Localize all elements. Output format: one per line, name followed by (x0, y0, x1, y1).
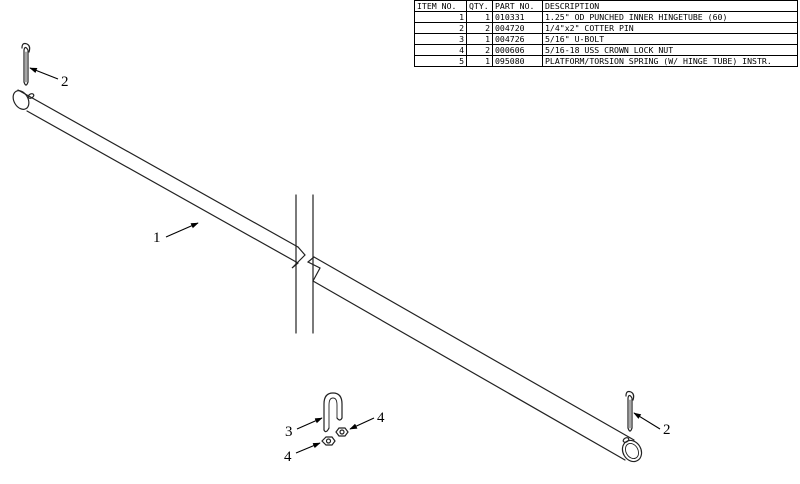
leader-2-left (29, 67, 59, 80)
bill-of-materials-table: ITEM NO. QTY. PART NO. DESCRIPTION 1 1 0… (414, 0, 798, 67)
table-row: 2 2 004720 1/4"x2" COTTER PIN (414, 22, 798, 34)
item-no: 4 (414, 44, 467, 56)
callout-item-2-left: 2 (61, 74, 69, 90)
qty: 1 (466, 55, 493, 67)
callout-item-4-right: 4 (377, 410, 385, 426)
callout-item-3: 3 (285, 424, 293, 440)
qty: 1 (466, 11, 493, 23)
part-no: 010331 (492, 11, 543, 23)
table-row: 3 1 004726 5/16" U-BOLT (414, 33, 798, 45)
frame-break-lines (295, 194, 314, 334)
description: 1.25" OD PUNCHED INNER HINGETUBE (60) (542, 11, 798, 23)
leader-3 (296, 417, 323, 430)
part-no: 004726 (492, 33, 543, 45)
part-no: 004720 (492, 22, 543, 34)
leader-2-right (633, 412, 661, 430)
item-no: 1 (414, 11, 467, 23)
item-no: 3 (414, 33, 467, 45)
u-bolt (323, 392, 343, 433)
header-item-no: ITEM NO. (414, 0, 467, 12)
lock-nut-upper (335, 427, 349, 437)
cotter-pin-left (21, 42, 31, 86)
callout-item-1: 1 (153, 230, 161, 246)
item-no: 5 (414, 55, 467, 67)
part-no: 000606 (492, 44, 543, 56)
qty: 2 (466, 22, 493, 34)
description: 5/16-18 USS CROWN LOCK NUT (542, 44, 798, 56)
part-no: 095080 (492, 55, 543, 67)
description: PLATFORM/TORSION SPRING (W/ HINGE TUBE) … (542, 55, 798, 67)
table-header-row: ITEM NO. QTY. PART NO. DESCRIPTION (414, 0, 798, 12)
table-row: 1 1 010331 1.25" OD PUNCHED INNER HINGET… (414, 11, 798, 23)
callout-item-2-right: 2 (663, 422, 671, 438)
table-row: 4 2 000606 5/16-18 USS CROWN LOCK NUT (414, 44, 798, 56)
qty: 2 (466, 44, 493, 56)
header-part-no: PART NO. (492, 0, 543, 12)
table-row: 5 1 095080 PLATFORM/TORSION SPRING (W/ H… (414, 55, 798, 67)
leader-4-lower (295, 442, 321, 454)
description: 5/16" U-BOLT (542, 33, 798, 45)
qty: 1 (466, 33, 493, 45)
cotter-pin-right (625, 390, 635, 432)
lock-nut-lower (321, 436, 336, 446)
callout-item-4-lower: 4 (284, 449, 292, 465)
header-description: DESCRIPTION (542, 0, 798, 12)
item-no: 2 (414, 22, 467, 34)
header-qty: QTY. (466, 0, 493, 12)
leader-1 (165, 222, 199, 238)
hinge-tube (12, 89, 643, 463)
description: 1/4"x2" COTTER PIN (542, 22, 798, 34)
leader-4-right (349, 417, 375, 430)
